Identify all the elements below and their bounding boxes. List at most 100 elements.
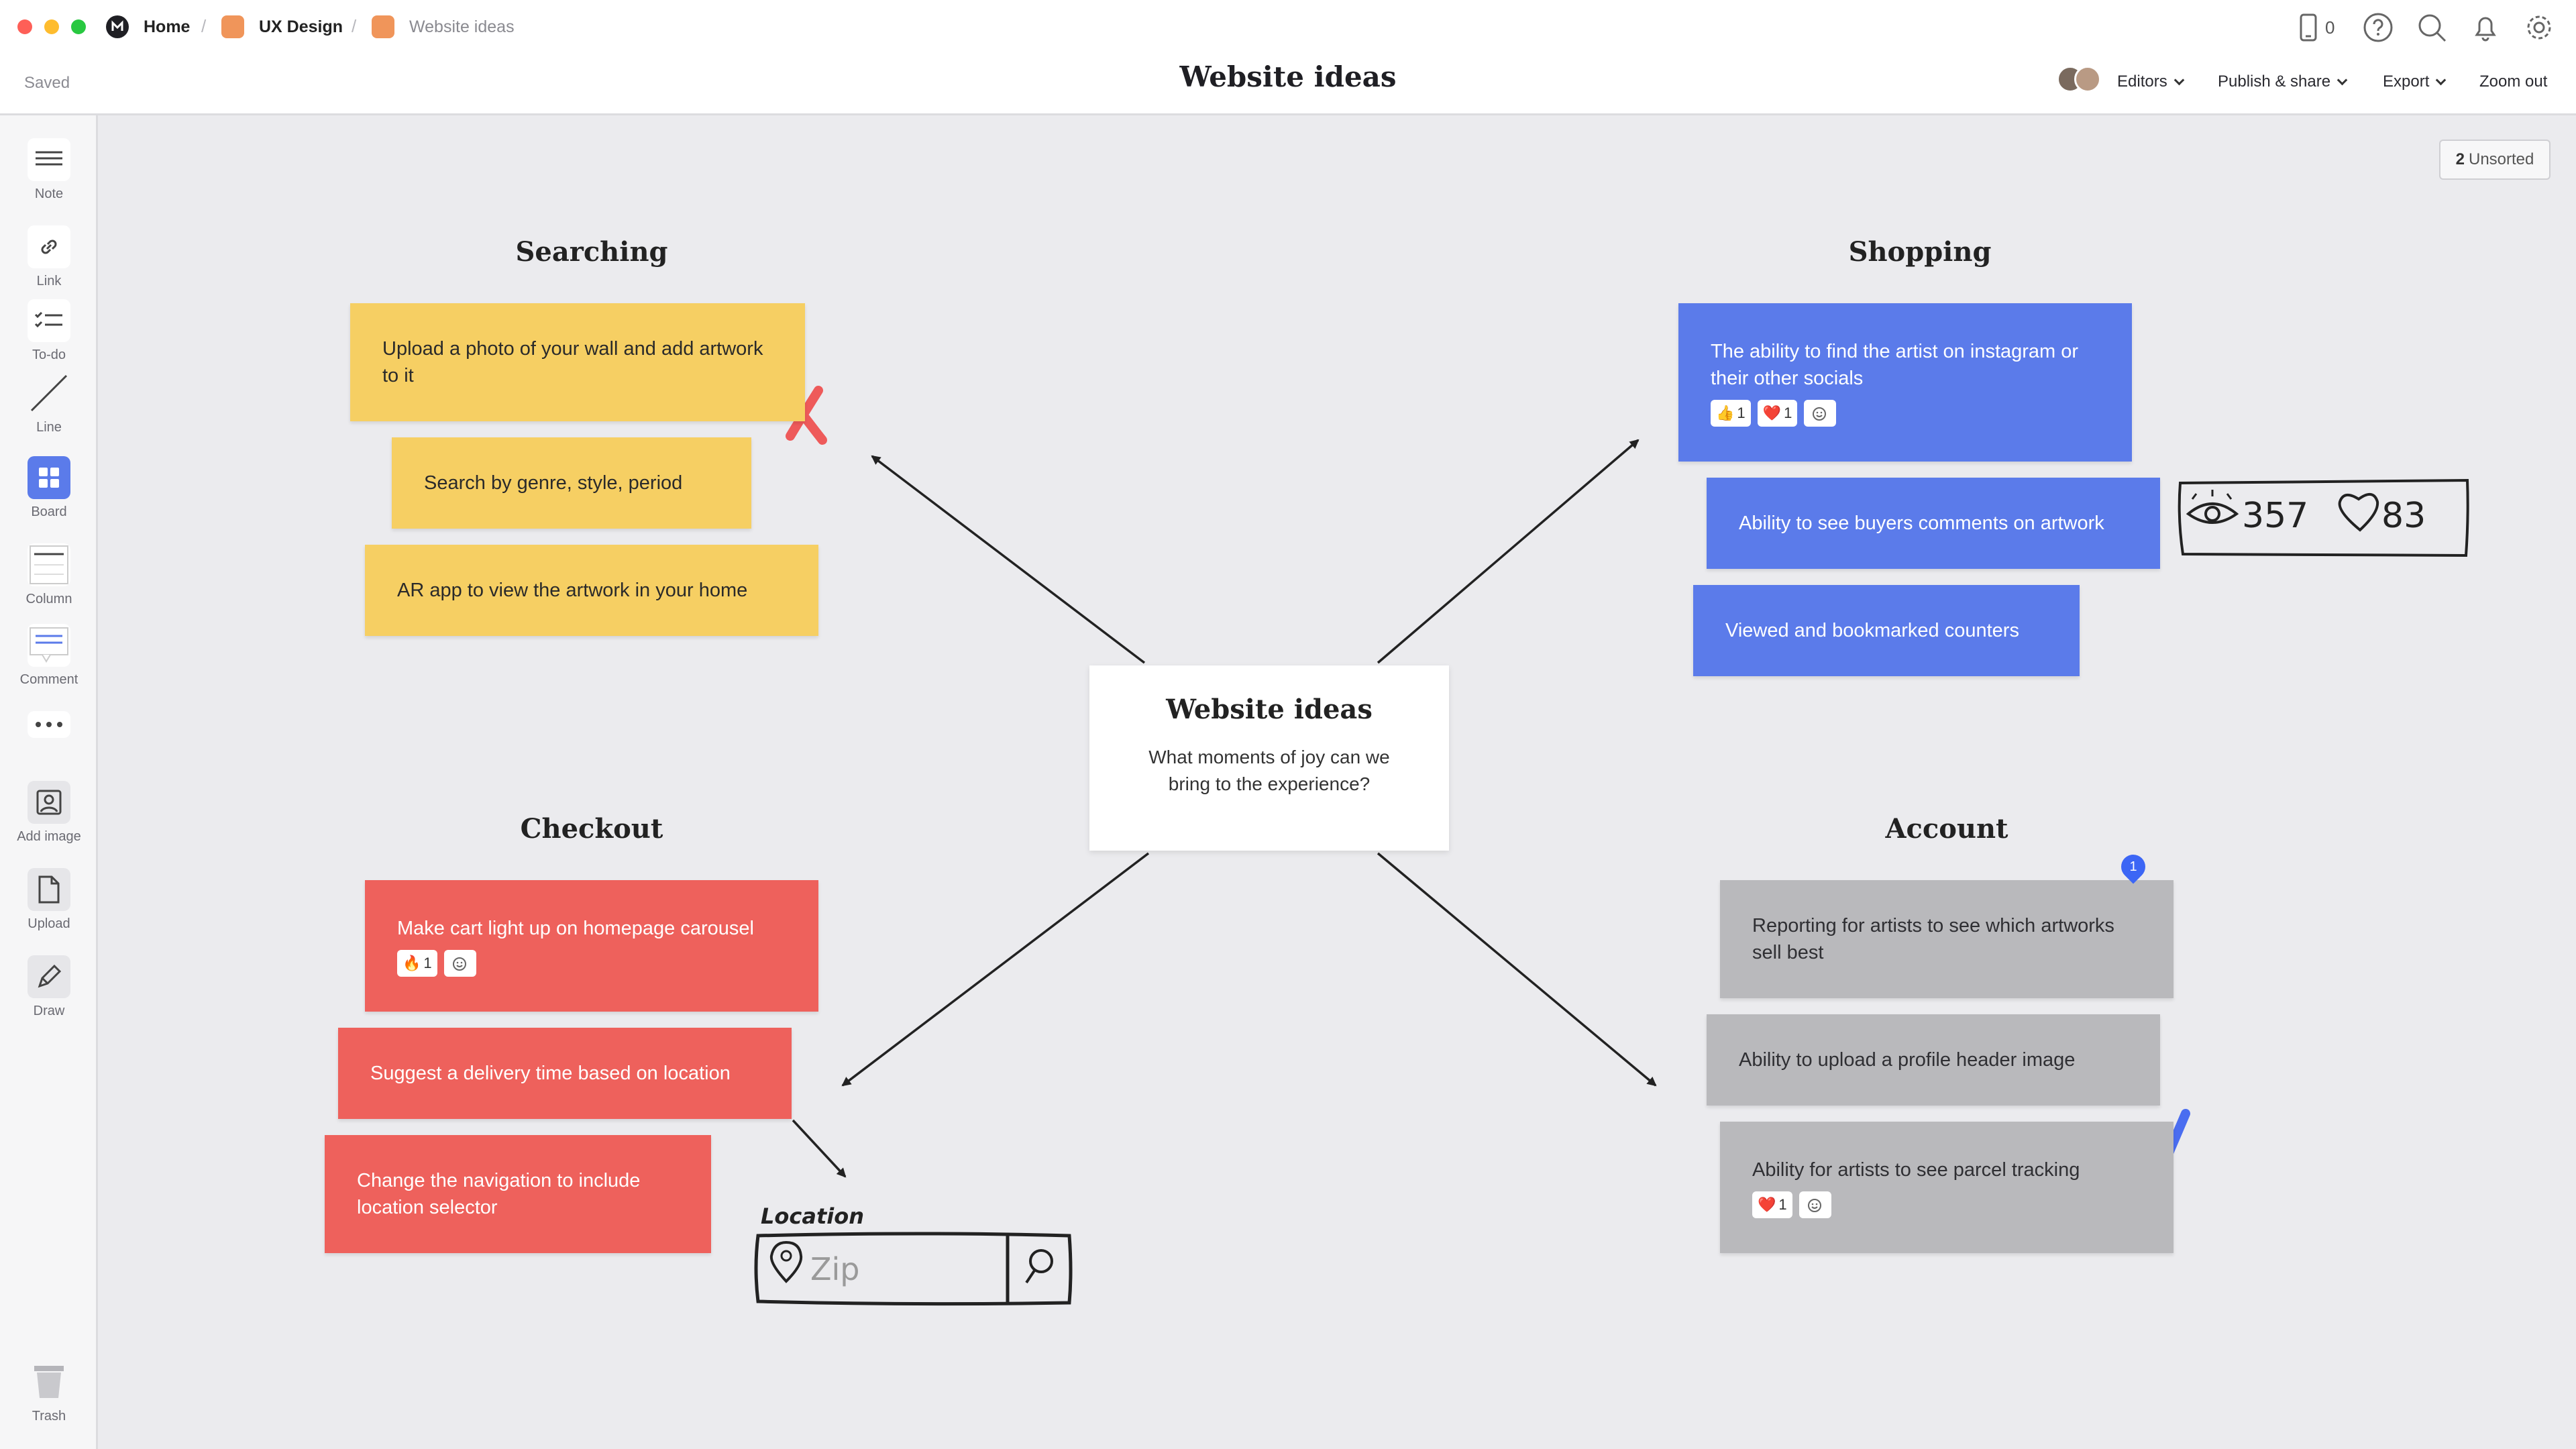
settings-gear-icon[interactable] <box>2522 11 2556 44</box>
tool-note[interactable]: Note <box>0 138 98 202</box>
note-card[interactable]: Make cart light up on homepage carousel … <box>365 880 818 1012</box>
avatar <box>2074 66 2101 93</box>
reaction-heart[interactable]: ❤️1 <box>1757 400 1798 427</box>
note-text: Ability to upload a profile header image <box>1739 1049 2076 1071</box>
note-text: Suggest a delivery time based on locatio… <box>370 1063 731 1084</box>
map-pin-icon <box>769 1240 803 1283</box>
breadcrumb-label: Home <box>144 17 191 36</box>
maximize-window-button[interactable] <box>71 19 86 34</box>
tool-todo[interactable]: To-do <box>0 299 98 363</box>
heart-icon: ❤️ <box>1758 1196 1776 1213</box>
tool-column[interactable]: Column <box>0 543 98 607</box>
editors-avatars[interactable] <box>2057 66 2101 93</box>
arrow-to-account[interactable] <box>1377 852 1657 1087</box>
more-tools-button[interactable] <box>0 711 98 738</box>
board-icon <box>372 15 394 38</box>
reaction-count: 1 <box>1778 1196 1787 1213</box>
unsorted-items-button[interactable]: 2 Unsorted <box>2439 140 2551 180</box>
breadcrumb-website-ideas[interactable]: Website ideas <box>372 15 515 39</box>
editors-label: Editors <box>2117 72 2167 91</box>
link-icon <box>28 225 70 268</box>
likes-count: 83 <box>2381 496 2426 536</box>
arrow-to-checkout[interactable] <box>841 852 1150 1087</box>
tool-label: Draw <box>33 1004 65 1018</box>
section-heading-account: Account <box>1885 813 2008 845</box>
note-card[interactable]: AR app to view the artwork in your home <box>365 545 818 636</box>
reaction-count: 1 <box>1737 405 1746 421</box>
breadcrumb-label: Website ideas <box>409 17 515 36</box>
tool-add-image[interactable]: Add image <box>0 781 98 845</box>
note-text: The ability to find the artist on instag… <box>1711 341 2079 389</box>
note-card[interactable]: Suggest a delivery time based on locatio… <box>338 1028 792 1119</box>
save-status: Saved <box>24 74 70 92</box>
column-icon <box>28 543 70 586</box>
central-idea-card[interactable]: Website ideas What moments of joy can we… <box>1089 665 1449 851</box>
search-icon[interactable] <box>2415 11 2449 44</box>
help-icon[interactable] <box>2361 11 2395 44</box>
tool-draw[interactable]: Draw <box>0 955 98 1019</box>
note-card[interactable]: Change the navigation to include locatio… <box>325 1135 711 1253</box>
tool-label: Column <box>25 592 72 606</box>
thumbs-up-icon: 👍 <box>1716 405 1735 421</box>
comment-icon <box>28 624 70 667</box>
tool-link[interactable]: Link <box>0 225 98 289</box>
add-reaction-button[interactable] <box>1804 400 1837 427</box>
pencil-icon <box>28 955 70 998</box>
tool-label: Note <box>34 186 64 201</box>
note-card[interactable]: Upload a photo of your wall and add artw… <box>350 303 805 421</box>
close-window-button[interactable] <box>17 19 32 34</box>
note-card[interactable]: Ability for artists to see parcel tracki… <box>1720 1122 2174 1253</box>
arrow-to-shopping[interactable] <box>1377 439 1640 664</box>
publish-share-menu[interactable]: Publish & share <box>2218 72 2348 91</box>
breadcrumb-ux-design[interactable]: UX Design <box>221 15 343 39</box>
reaction-heart[interactable]: ❤️1 <box>1752 1191 1792 1218</box>
trash-button[interactable]: Trash <box>0 1360 98 1424</box>
note-text: Upload a photo of your wall and add artw… <box>382 338 763 386</box>
zoom-out-button[interactable]: Zoom out <box>2479 72 2547 91</box>
add-reaction-button[interactable] <box>1799 1191 1831 1218</box>
zoom-label: Zoom out <box>2479 72 2548 91</box>
note-card[interactable]: The ability to find the artist on instag… <box>1678 303 2132 462</box>
comment-count-badge[interactable]: 1 <box>2116 849 2151 884</box>
reaction-fire[interactable]: 🔥1 <box>397 950 437 977</box>
tool-line[interactable]: Line <box>0 372 98 435</box>
note-card[interactable]: Search by genre, style, period <box>392 437 751 529</box>
tool-upload[interactable]: Upload <box>0 868 98 932</box>
reaction-thumbs-up[interactable]: 👍1 <box>1711 400 1751 427</box>
location-search-sketch: Location Zip <box>754 1203 1073 1306</box>
note-text: Make cart light up on homepage carousel <box>397 918 754 939</box>
mobile-app-button[interactable] <box>2297 11 2340 44</box>
arrow-to-location-sketch[interactable] <box>792 1119 847 1178</box>
heart-icon <box>2338 493 2379 532</box>
minimize-window-button[interactable] <box>44 19 59 34</box>
heart-icon: ❤️ <box>1762 405 1782 421</box>
arrow-to-searching[interactable] <box>871 455 1146 664</box>
note-text: Search by genre, style, period <box>424 472 683 494</box>
tool-comment[interactable]: Comment <box>0 624 98 688</box>
publish-label: Publish & share <box>2218 72 2331 91</box>
notifications-bell-icon[interactable] <box>2469 11 2502 44</box>
tool-sidebar: Note Link To-do Line Board Column Commen… <box>0 115 98 1449</box>
note-text: AR app to view the artwork in your home <box>397 580 748 601</box>
note-card[interactable]: Ability to see buyers comments on artwor… <box>1707 478 2160 569</box>
todo-checklist-icon <box>28 299 70 342</box>
tool-board[interactable]: Board <box>0 456 98 520</box>
note-card[interactable]: Viewed and bookmarked counters <box>1693 585 2080 676</box>
breadcrumb-home[interactable]: Home <box>106 15 190 39</box>
export-menu[interactable]: Export <box>2383 72 2447 91</box>
add-reaction-icon <box>1807 1199 1821 1212</box>
board-icon <box>28 456 70 499</box>
note-card[interactable]: Reporting for artists to see which artwo… <box>1720 880 2174 998</box>
tool-label: Board <box>31 504 67 519</box>
line-icon <box>28 372 70 415</box>
page-title: Website ideas <box>1179 60 1397 93</box>
add-reaction-button[interactable] <box>443 950 476 977</box>
editors-menu[interactable]: Editors <box>2117 72 2184 91</box>
note-icon <box>28 138 70 181</box>
center-card-title: Website ideas <box>1166 694 1373 725</box>
note-card[interactable]: Ability to upload a profile header image <box>1707 1014 2160 1106</box>
tool-label: Comment <box>19 672 78 687</box>
mobile-count: 0 <box>2325 17 2335 38</box>
image-icon <box>28 781 70 824</box>
